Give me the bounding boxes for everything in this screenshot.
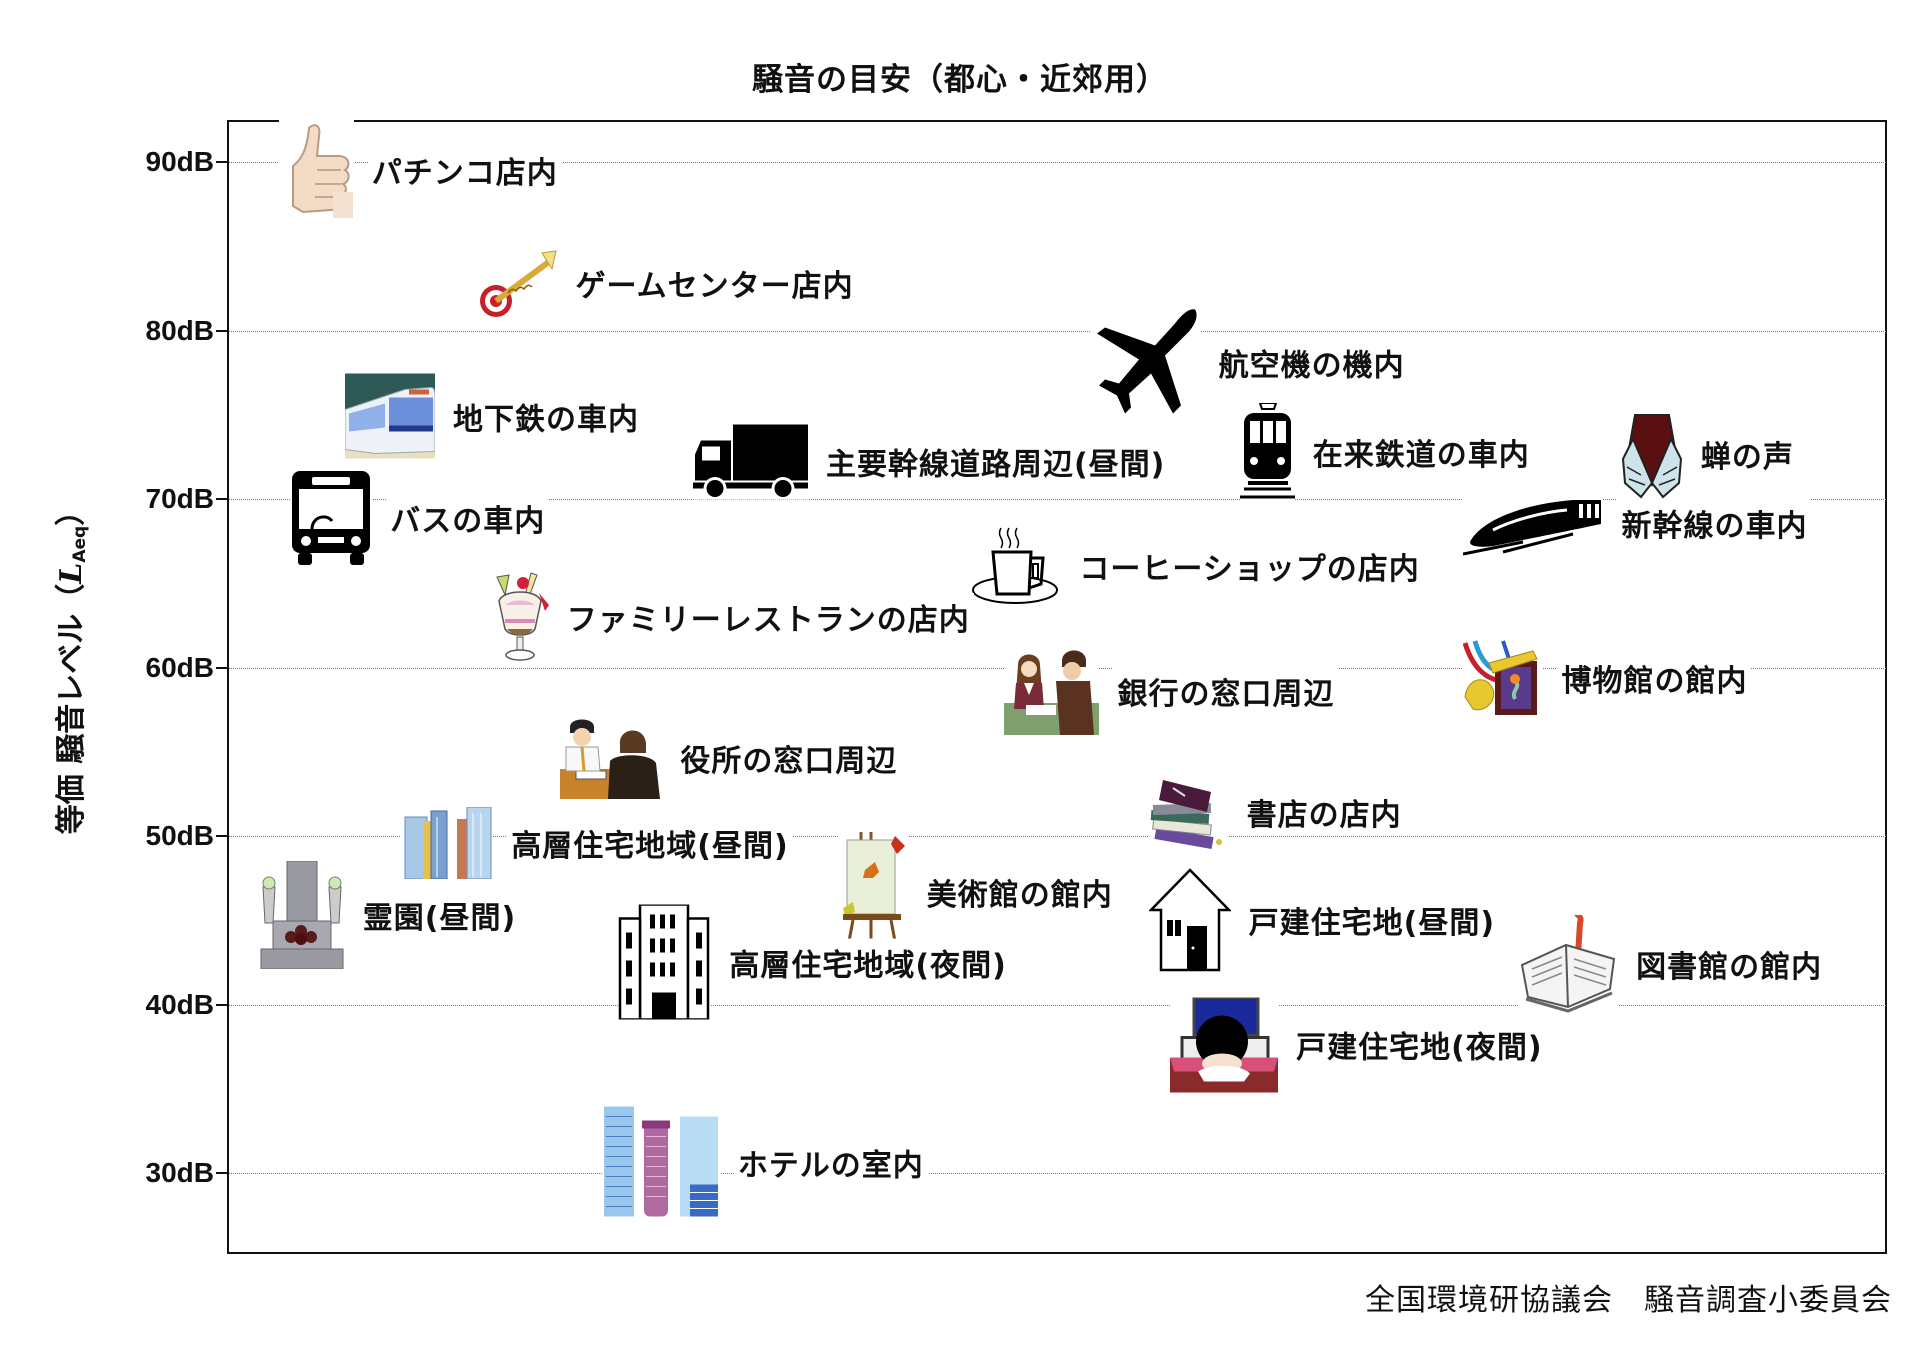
data-point-label: 蝉の声 — [1696, 429, 1798, 478]
gridline — [229, 836, 1886, 837]
y-axis-label: 等価 騒音レベル（LAeq） — [46, 496, 90, 834]
plot-frame — [227, 120, 1887, 1254]
data-point-label: 主要幹線道路周辺(昼間) — [821, 437, 1170, 486]
office-counter-icon — [560, 717, 663, 800]
data-point-label: 地下鉄の車内 — [448, 392, 643, 441]
data-point-label: 戸建住宅地(昼間) — [1244, 896, 1500, 945]
y-tick-label: 30dB — [145, 1157, 214, 1188]
coffee-cup-icon — [971, 526, 1062, 607]
subway-train-icon — [344, 373, 435, 459]
data-point: パチンコ店内 — [278, 120, 562, 221]
data-point: 高層住宅地域(昼間) — [401, 806, 793, 879]
highrise-day-icon — [401, 806, 494, 879]
y-tick-mark — [216, 666, 227, 669]
data-point-label: 役所の窓口周辺 — [676, 734, 902, 783]
open-book-icon — [1518, 915, 1619, 1014]
museum-exhibit-icon — [1463, 638, 1544, 717]
data-point-label: 戸建住宅地(夜間) — [1292, 1020, 1547, 1069]
apartment-building-icon — [618, 904, 712, 1020]
data-point: 高層住宅地域(夜間) — [618, 904, 1011, 1020]
data-point-label: 新幹線の車内 — [1617, 498, 1812, 547]
data-point-label: パチンコ店内 — [367, 146, 562, 195]
easel-icon — [838, 831, 909, 952]
data-point: 役所の窓口周辺 — [560, 717, 902, 800]
data-point: ファミリーレストランの店内 — [490, 570, 974, 663]
data-point: 戸建住宅地(夜間) — [1170, 997, 1547, 1093]
data-point-label: 在来鉄道の車内 — [1308, 427, 1534, 476]
tram-icon — [1239, 402, 1295, 501]
gridline — [229, 162, 1886, 163]
gridline — [229, 330, 1886, 332]
thumbs-up-icon — [278, 120, 354, 221]
y-tick-label: 90dB — [145, 146, 214, 177]
book-stack-icon — [1148, 772, 1229, 853]
data-point-label: ゲームセンター店内 — [571, 259, 858, 308]
grave-icon — [258, 861, 345, 970]
data-point: バスの車内 — [290, 468, 550, 567]
chart-title: 騒音の目安（都心・近郊用） — [752, 62, 1168, 98]
data-point-label: 高層住宅地域(夜間) — [725, 938, 1011, 987]
data-point: 美術館の館内 — [838, 831, 1117, 952]
y-axis-label-main: 等価 騒音レベル（ — [54, 583, 89, 835]
data-point-label: 図書館の館内 — [1632, 940, 1827, 989]
data-point: ゲームセンター店内 — [477, 247, 858, 320]
data-point-label: バスの車内 — [386, 493, 550, 542]
truck-icon — [692, 424, 808, 500]
parfait-icon — [490, 570, 549, 663]
y-tick-mark — [216, 329, 227, 332]
airplane-icon — [1090, 305, 1201, 420]
data-point-label: ファミリーレストランの店内 — [562, 592, 974, 641]
data-point-label: 美術館の館内 — [922, 867, 1117, 916]
shinkansen-icon — [1463, 489, 1604, 556]
hotel-towers-icon — [601, 1106, 720, 1220]
data-point-label: 博物館の館内 — [1557, 653, 1752, 702]
data-point: 書店の店内 — [1148, 772, 1406, 853]
data-point: 銀行の窓口周辺 — [1004, 647, 1339, 736]
y-tick-label: 70dB — [145, 483, 214, 514]
y-tick-label: 40dB — [145, 988, 214, 1020]
data-point-label: 高層住宅地域(昼間) — [507, 818, 793, 867]
y-tick-mark — [216, 1172, 227, 1174]
dart-target-icon — [477, 247, 558, 320]
data-point: 博物館の館内 — [1463, 638, 1752, 717]
y-tick-mark — [216, 835, 227, 837]
sleeping-person-icon — [1170, 997, 1279, 1093]
y-tick-label: 60dB — [145, 651, 214, 683]
gridline — [229, 1004, 1886, 1006]
y-tick-mark — [216, 1003, 227, 1006]
cicada-icon — [1620, 408, 1683, 499]
data-point-label: 霊園(昼間) — [358, 891, 521, 940]
data-point: コーヒーショップの店内 — [971, 526, 1424, 607]
y-tick-label: 50dB — [145, 820, 214, 851]
source-credit: 全国環境研協議会 騒音調査小委員会 — [1365, 1283, 1892, 1318]
data-point-label: 書店の店内 — [1242, 788, 1406, 837]
data-point: ホテルの室内 — [601, 1106, 928, 1220]
data-point-label: 銀行の窓口周辺 — [1113, 667, 1339, 716]
y-axis-label-symbol: L — [54, 562, 89, 584]
gridline — [229, 499, 1886, 500]
data-point-label: 航空機の機内 — [1214, 338, 1409, 387]
data-point-label: ホテルの室内 — [733, 1138, 928, 1187]
data-point: 新幹線の車内 — [1463, 489, 1812, 556]
data-point: 航空機の機内 — [1090, 305, 1409, 420]
data-point: 蝉の声 — [1620, 408, 1798, 499]
y-axis-label-subscript: Aeq — [70, 525, 90, 563]
data-point: 在来鉄道の車内 — [1239, 402, 1534, 501]
data-point: 地下鉄の車内 — [344, 373, 643, 459]
y-tick-mark — [216, 498, 227, 500]
gridline — [229, 1173, 1886, 1174]
bus-icon — [290, 468, 373, 567]
data-point: 戸建住宅地(昼間) — [1148, 868, 1500, 973]
y-axis-label-close: ） — [54, 495, 89, 526]
data-point: 霊園(昼間) — [258, 861, 521, 970]
bank-counter-icon — [1004, 647, 1100, 736]
house-icon — [1148, 868, 1231, 973]
y-tick-label: 80dB — [145, 314, 214, 346]
data-point-label: コーヒーショップの店内 — [1075, 542, 1424, 591]
data-point: 図書館の館内 — [1518, 915, 1827, 1014]
data-point: 主要幹線道路周辺(昼間) — [692, 424, 1170, 500]
y-tick-mark — [216, 161, 227, 163]
